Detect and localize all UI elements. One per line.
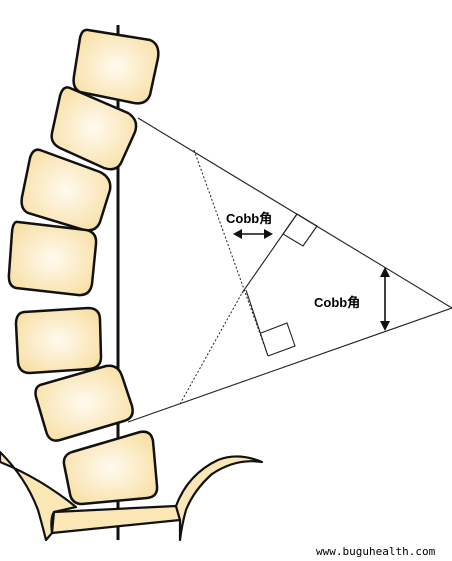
- dotted-lower-perpendicular: [179, 292, 243, 405]
- dotted-lines: [179, 149, 269, 405]
- sacrum-base: [50, 504, 182, 535]
- right-angle-markers: [260, 213, 318, 357]
- spine: [7, 28, 160, 506]
- watermark-text: www.buguhealth.com: [316, 545, 436, 558]
- upper-endplate-line: [137, 117, 452, 309]
- lower-perpendicular: [245, 289, 269, 357]
- right-angle-marker-upper: [282, 213, 318, 247]
- pelvis: [0, 450, 264, 542]
- vertebra-5: [14, 306, 103, 375]
- right-cobb-arrow-bottom-head: [380, 321, 390, 331]
- right-cobb-arrow-top-head: [380, 267, 390, 277]
- lower-endplate-line: [127, 307, 452, 423]
- cobb-angle-label-upper: Cobb角: [226, 211, 273, 226]
- vertebra-1: [72, 28, 160, 105]
- vertebra-2: [50, 86, 138, 171]
- cobb-angle-label-right: Cobb角: [314, 295, 361, 310]
- right-iliac: [174, 455, 264, 542]
- vertebra-6: [34, 364, 134, 442]
- dotted-upper-perpendicular: [193, 149, 269, 357]
- cobb-arrows: [233, 229, 390, 331]
- cobb-construction-lines: [127, 117, 452, 423]
- vertebra-4: [7, 220, 98, 297]
- right-angle-marker-lower: [260, 322, 296, 357]
- upper-cobb-arrow-right-head: [264, 229, 273, 239]
- vertebra-7: [62, 430, 159, 506]
- upper-cobb-arrow-left-head: [233, 229, 242, 239]
